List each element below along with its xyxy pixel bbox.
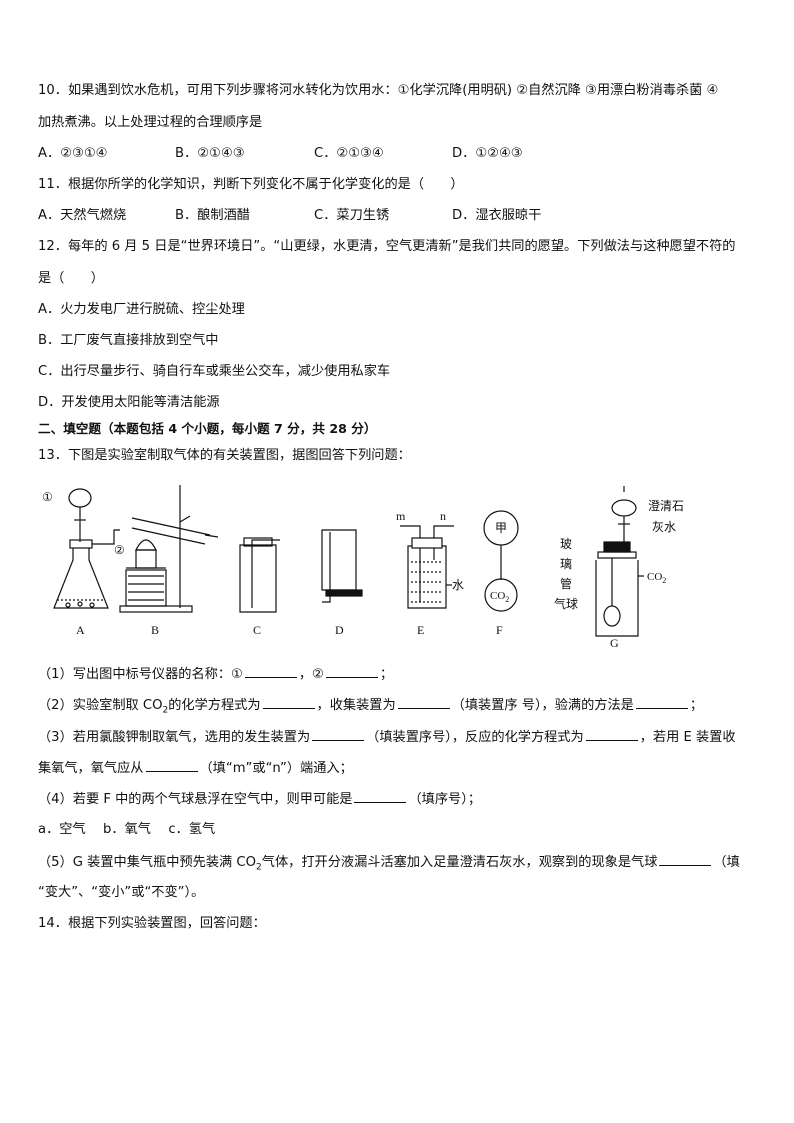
section-heading: 二、填空题（本题包括 4 个小题，每小题 7 分，共 28 分） <box>38 421 377 436</box>
label-e: E <box>417 623 424 637</box>
apparatus-f <box>483 510 519 612</box>
q10-option-b: B．②①④③ <box>175 146 245 161</box>
label-jia: 甲 <box>495 521 507 535</box>
q13-part4-options: a．空气 b．氧气 c．氢气 <box>38 822 216 837</box>
label-limewater-1: 澄清石 <box>648 498 684 513</box>
q14-stem: 14．根据下列实验装置图，回答问题： <box>38 916 266 931</box>
q12-option-b: B．工厂废气直接排放到空气中 <box>38 333 219 348</box>
q13-part5-line2: “变大”、“变小”或“不变”）。 <box>38 885 205 900</box>
answer-blank[interactable] <box>325 665 378 678</box>
apparatus-a <box>53 488 120 609</box>
q13-part5-line1: （5）G 装置中集气瓶中预先装满 CO2气体，打开分液漏斗活塞加入足量澄清石灰水… <box>38 853 740 873</box>
q12-option-d: D．开发使用太阳能等清洁能源 <box>38 395 220 410</box>
q12-line1: 12．每年的 6 月 5 日是“世界环境日”。“山更绿，水更清，空气更清新”是我… <box>38 239 736 254</box>
q10-option-d: D．①②④③ <box>452 146 523 161</box>
q12-option-c: C．出行尽量步行、骑自行车或乘坐公交车，减少使用私家车 <box>38 364 391 379</box>
q13-stem: 13．下图是实验室制取气体的有关装置图，据图回答下列问题： <box>38 448 411 463</box>
label-co2-f: CO2 <box>490 590 509 604</box>
label-glass-2: 璃 <box>560 557 572 571</box>
q11-stem: 11．根据你所学的化学知识，判断下列变化不属于化学变化的是（ ） <box>38 177 464 192</box>
q11-option-b: B．酿制酒醋 <box>175 208 250 223</box>
label-glass-1: 玻 <box>560 537 572 551</box>
answer-blank[interactable] <box>145 759 198 772</box>
q13-part3-line2: 集氧气，氧气应从（填“m”或“n”）端通入； <box>38 759 353 776</box>
answer-blank[interactable] <box>312 728 365 741</box>
label-water: 水 <box>452 578 464 592</box>
label-glass-3: 管 <box>560 576 572 591</box>
q12-line2: 是（ ） <box>38 271 104 286</box>
q10-line1: 10．如果遇到饮水危机，可用下列步骤将河水转化为饮用水：①化学沉降(用明矾) ②… <box>38 83 719 98</box>
q13-part3-line1: （3）若用氯酸钾制取氧气，选用的发生装置为（填装置序号），反应的化学方程式为，若… <box>38 728 736 745</box>
label-g: G <box>610 636 619 650</box>
apparatus-figure: ① ② m n 水 甲 CO2 澄清石 灰水 CO2 玻 璃 管 气球 A B … <box>42 485 684 650</box>
label-b: B <box>151 623 159 637</box>
q11-option-c: C．菜刀生锈 <box>314 208 390 223</box>
q11-option-d: D．湿衣服晾干 <box>452 208 542 223</box>
answer-blank[interactable] <box>659 853 712 866</box>
q13-part1: （1）写出图中标号仪器的名称：①，②； <box>38 665 394 682</box>
apparatus-c <box>239 537 280 613</box>
apparatus-d <box>321 529 363 603</box>
label-n: n <box>440 509 446 523</box>
answer-blank[interactable] <box>585 728 638 741</box>
q13-part4: （4）若要 F 中的两个气球悬浮在空气中，则甲可能是（填序号）； <box>38 790 482 807</box>
answer-blank[interactable] <box>635 696 688 709</box>
answer-blank[interactable] <box>262 696 315 709</box>
label-circle2: ② <box>114 543 125 557</box>
q10-option-c: C．②①③④ <box>314 146 384 161</box>
q10-line2: 加热煮沸。以上处理过程的合理顺序是 <box>38 115 263 130</box>
q11-option-a: A．天然气燃烧 <box>38 208 127 223</box>
label-limewater-2: 灰水 <box>652 520 676 534</box>
label-circle1: ① <box>42 490 53 504</box>
q10-option-a: A．②③①④ <box>38 146 108 161</box>
label-f: F <box>496 623 503 637</box>
label-c: C <box>253 623 261 637</box>
apparatus-b <box>119 485 219 613</box>
apparatus-e <box>400 525 454 609</box>
answer-blank[interactable] <box>397 696 450 709</box>
answer-blank[interactable] <box>244 665 297 678</box>
q12-option-a: A．火力发电厂进行脱硫、控尘处理 <box>38 302 245 317</box>
label-a: A <box>76 623 85 637</box>
label-d: D <box>335 623 344 637</box>
label-balloon: 气球 <box>554 596 578 611</box>
label-m: m <box>396 509 406 523</box>
q13-part2: （2）实验室制取 CO2的化学方程式为，收集装置为（填装置序 号），验满的方法是… <box>38 696 704 716</box>
answer-blank[interactable] <box>354 790 407 803</box>
label-co2-g: CO2 <box>647 571 666 585</box>
apparatus-g <box>595 486 644 637</box>
